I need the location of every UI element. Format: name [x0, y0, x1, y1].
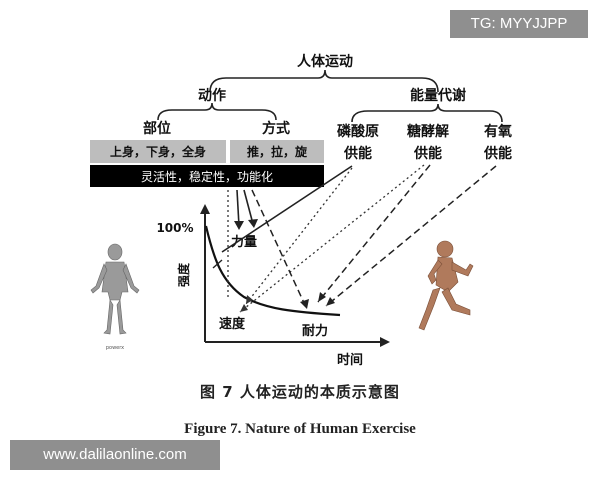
- methods-box-text: 推，拉，旋: [247, 144, 308, 159]
- aerobic-label-2: 供能: [483, 145, 512, 162]
- aerobic-dashed-arrow: [325, 165, 497, 307]
- standing-figure-image: [90, 243, 140, 335]
- figure-tag: powerx: [106, 345, 124, 351]
- quality-box: [90, 165, 324, 187]
- metabolism-brace: [351, 103, 503, 123]
- y-axis-label: 强度: [176, 262, 191, 287]
- parts-box-text: 上身，下身，全身: [110, 144, 206, 159]
- speed-label: 速度: [219, 316, 246, 332]
- running-figure-image: [418, 240, 474, 331]
- part-solid-arrow: [236, 189, 240, 227]
- caption-english: Figure 7. Nature of Human Exercise: [184, 421, 416, 437]
- arrowhead: [248, 219, 258, 228]
- phosphagen-dotted-arrow: [245, 167, 353, 305]
- aerobic-label: 有氧: [484, 123, 512, 140]
- arrowhead: [246, 295, 253, 304]
- watermark-bottom: www.dalilaonline.com: [10, 440, 220, 470]
- motion-brace: [157, 102, 277, 121]
- motion-label: 动作: [198, 87, 226, 104]
- glycolysis-dashed-arrow: [317, 164, 431, 303]
- metabolism-label: 能量代谢: [410, 87, 466, 104]
- x-arrow: [380, 337, 390, 347]
- glycolysis-label: 糖酵解: [407, 123, 449, 140]
- x-axis-label: 时间: [337, 352, 363, 368]
- y-arrow: [200, 204, 210, 214]
- arrowhead: [300, 299, 309, 309]
- root-brace: [209, 69, 439, 93]
- part-label: 部位: [143, 120, 171, 137]
- arrowhead: [240, 304, 248, 312]
- glycolysis-label-2: 供能: [413, 145, 442, 162]
- force-label: 力量: [231, 234, 257, 250]
- caption-chinese: 图 7 人体运动的本质示意图: [200, 383, 400, 401]
- phosphagen-label-2: 供能: [343, 145, 372, 162]
- glycolysis-dotted-arrow: [239, 164, 425, 313]
- phosphagen-arrow: [221, 165, 353, 253]
- parts-box: [90, 140, 226, 163]
- arrowhead: [318, 292, 326, 302]
- method-dashed-arrow: [251, 189, 306, 306]
- arrowhead: [234, 221, 244, 230]
- methods-box: [230, 140, 324, 163]
- endurance-label: 耐力: [302, 323, 328, 339]
- y-tick-100: 100%: [156, 221, 193, 235]
- method-solid-arrow: [243, 189, 254, 225]
- watermark-top: TG: MYYJJPP: [450, 10, 588, 38]
- root-label: 人体运动: [297, 53, 353, 70]
- method-label: 方式: [262, 120, 290, 137]
- force-pointer: [212, 259, 223, 269]
- intensity-curve: [204, 225, 341, 317]
- arrowhead: [326, 297, 335, 306]
- phosphagen-label: 磷酸原: [337, 123, 379, 140]
- quality-box-text: 灵活性，稳定性，功能化: [141, 169, 273, 184]
